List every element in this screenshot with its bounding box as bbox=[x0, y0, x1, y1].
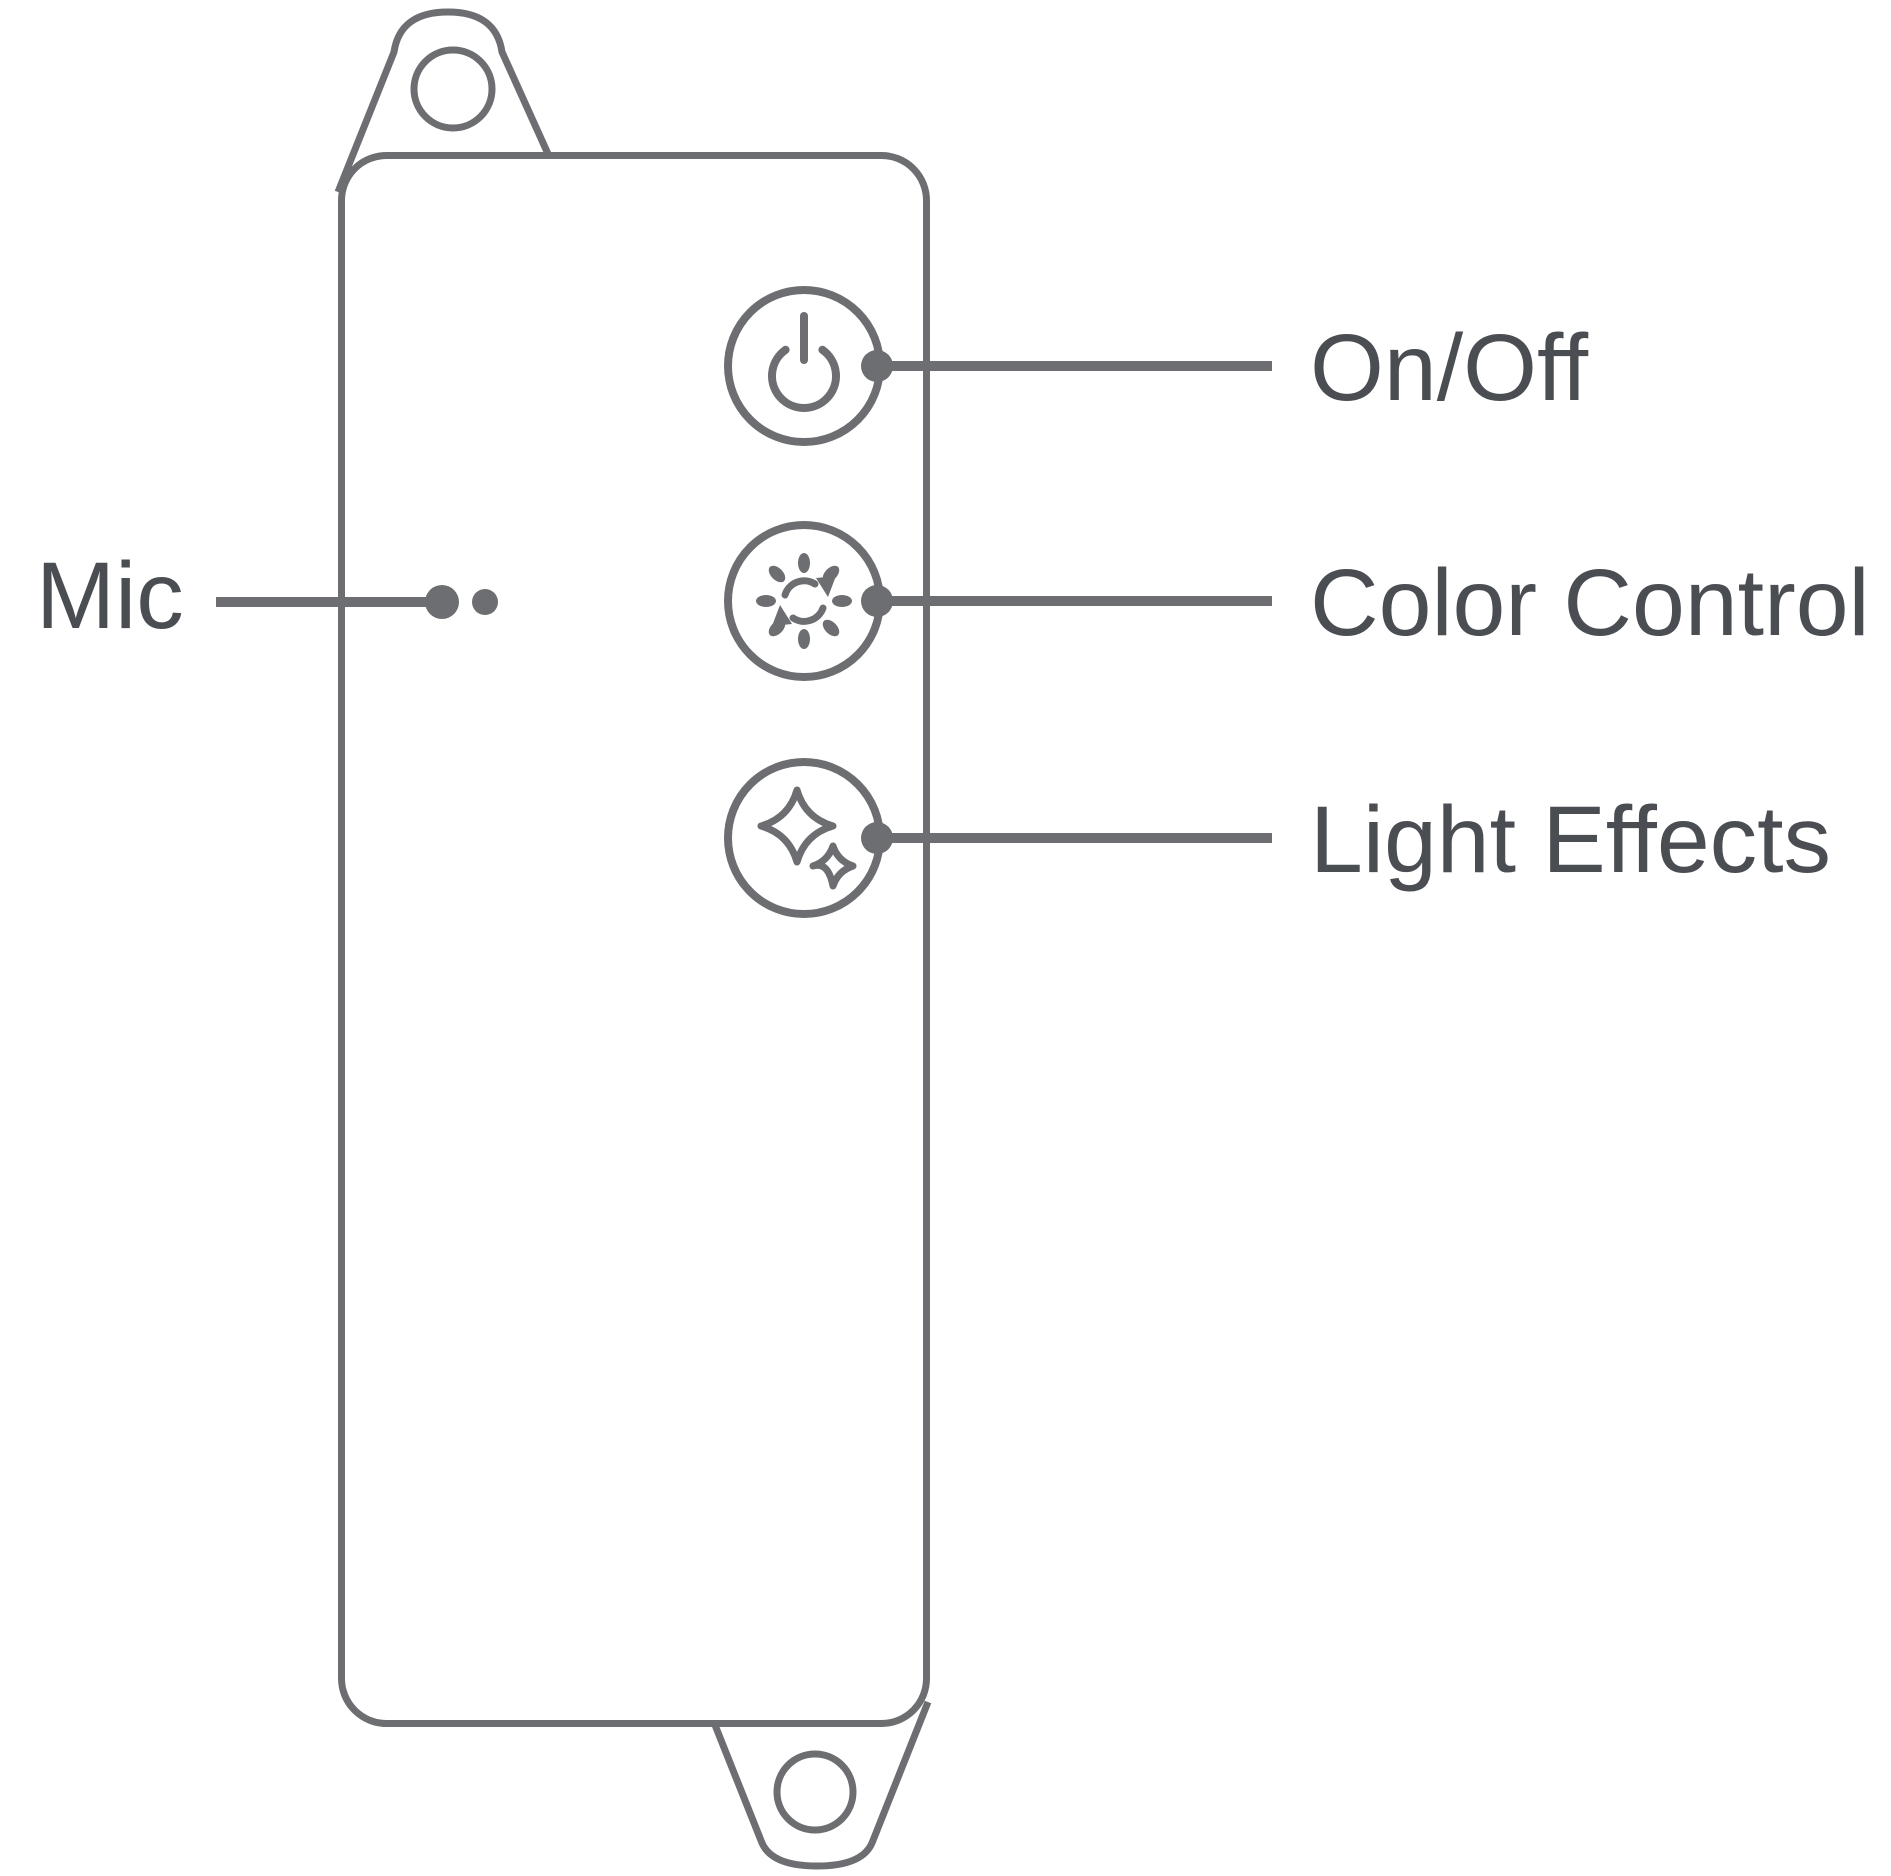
color-control-button-circle bbox=[724, 521, 884, 681]
light-effects-leader-dot bbox=[861, 822, 893, 854]
callout-light-effects: Light Effects bbox=[861, 787, 1831, 893]
callout-on-off: On/Off bbox=[861, 315, 1589, 421]
mic-label: Mic bbox=[36, 543, 184, 649]
mounting-tab-bottom-shape bbox=[709, 1700, 932, 1870]
mic-hole-small bbox=[472, 589, 498, 615]
color-control-leader-dot bbox=[861, 585, 893, 617]
screw-hole-bottom bbox=[773, 1750, 857, 1834]
on-off-leader-dot bbox=[861, 350, 893, 382]
on-off-label: On/Off bbox=[1310, 315, 1589, 421]
mic-holes bbox=[425, 585, 498, 619]
light-effects-button bbox=[724, 758, 884, 918]
mounting-tab-top bbox=[334, 8, 557, 194]
color-control-button bbox=[724, 521, 884, 681]
mounting-tab-top-shape bbox=[334, 8, 557, 194]
color-control-label: Color Control bbox=[1310, 550, 1870, 656]
color-cycle-icon bbox=[756, 553, 852, 649]
light-effects-label: Light Effects bbox=[1310, 787, 1831, 893]
sparkles-icon bbox=[757, 786, 857, 890]
callout-color-control: Color Control bbox=[861, 550, 1870, 656]
screw-hole-top bbox=[410, 46, 496, 132]
power-button bbox=[724, 286, 884, 446]
power-icon bbox=[768, 312, 840, 412]
mounting-tab-bottom bbox=[709, 1700, 932, 1870]
light-effects-button-circle bbox=[724, 758, 884, 918]
